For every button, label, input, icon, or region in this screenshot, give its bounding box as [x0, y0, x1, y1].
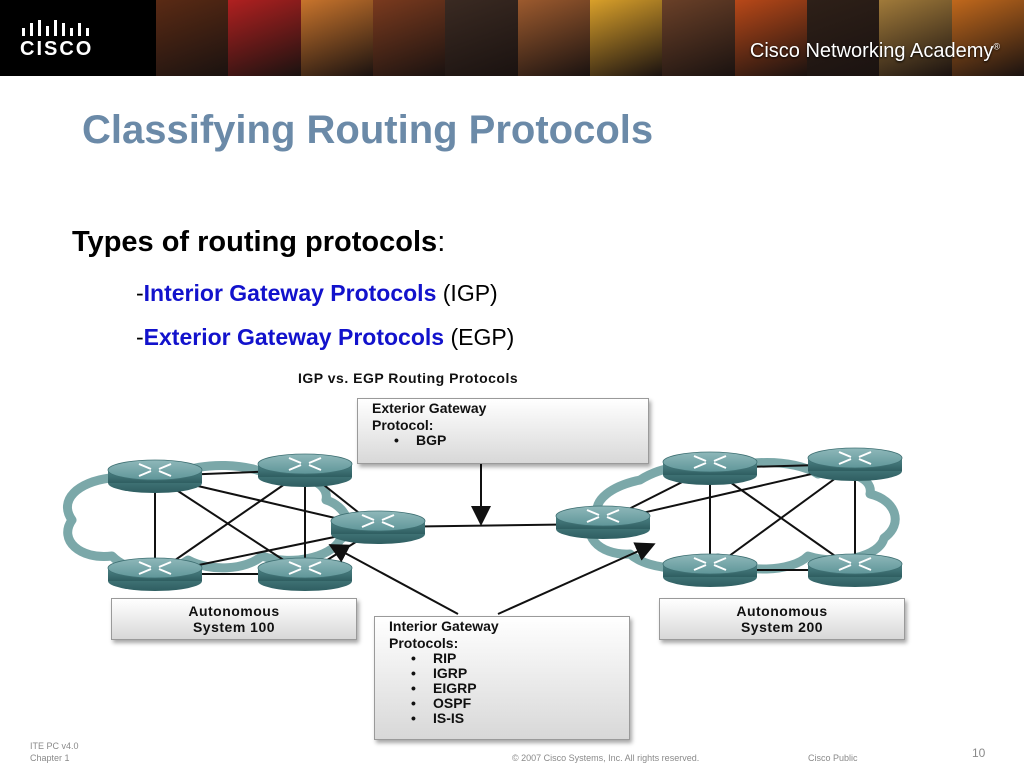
photo-tile: [806, 0, 880, 76]
academy-text: Cisco Networking Academy: [749, 40, 994, 62]
igp-protocol-list: RIP IGRP EIGRP OSPF IS-IS: [375, 651, 629, 726]
egp-heading-line2: Protocol:: [372, 417, 434, 433]
photo-tile: [228, 0, 301, 76]
router-as200-top-left: [662, 451, 758, 486]
egp-protocol-list: BGP: [358, 433, 648, 448]
router-as100-border: [330, 510, 426, 545]
page-number: 10: [972, 746, 986, 760]
as200-line1: Autonomous: [736, 603, 828, 619]
egp-callout: Exterior Gateway Protocol: BGP: [357, 398, 649, 464]
photo-collage: [156, 0, 1024, 76]
photo-tile: [300, 0, 373, 76]
sub-bullet-igp: -Interior Gateway Protocols (IGP): [136, 280, 498, 307]
as200-label-box: Autonomous System 200: [659, 598, 905, 640]
igp-arrow-left: [328, 544, 459, 615]
list-item: OSPF: [411, 696, 629, 711]
footer-chapter: Chapter 1: [30, 753, 70, 763]
list-item: IS-IS: [411, 711, 629, 726]
list-item: BGP: [394, 433, 648, 448]
as200-line2: System 200: [740, 619, 824, 635]
sub-bullet-suffix: (IGP): [436, 280, 498, 306]
photo-tile: [589, 0, 663, 76]
academy-brand: Cisco Networking Academy®: [750, 40, 1000, 63]
footer-classification: Cisco Public: [808, 753, 858, 763]
router-as200-bottom-right: [807, 553, 903, 588]
diagram-title: IGP vs. EGP Routing Protocols: [298, 370, 519, 386]
as100-line1: Autonomous: [188, 603, 280, 619]
footer-copyright: © 2007 Cisco Systems, Inc. All rights re…: [512, 753, 700, 763]
photo-tile: [879, 0, 952, 76]
footer-course: ITE PC v4.0: [30, 741, 79, 751]
igp-heading-line2: Protocols:: [389, 635, 459, 651]
router-as100-top-right: [257, 453, 353, 488]
photo-tile: [445, 0, 518, 76]
sub-bullet-suffix: (EGP): [444, 324, 515, 350]
footer-course-info: ITE PC v4.0 Chapter 1: [30, 740, 79, 764]
registered-mark: ®: [993, 41, 1000, 52]
igp-heading-line1: Interior Gateway: [389, 618, 499, 634]
header-banner: CISCO Cisco Networking Academy®: [0, 0, 1024, 76]
sub-bullet-egp: -Exterior Gateway Protocols (EGP): [136, 324, 514, 351]
main-bullet-text: Types of routing protocols: [72, 226, 438, 258]
sub-bullet-highlight: Exterior Gateway Protocols: [143, 324, 445, 350]
router-as100-bottom-right: [257, 557, 353, 592]
sub-bullet-highlight: Interior Gateway Protocols: [143, 280, 437, 306]
photo-tile: [372, 0, 446, 76]
list-item: EIGRP: [411, 681, 629, 696]
photo-tile: [662, 0, 735, 76]
igp-arrow-right: [497, 542, 656, 615]
main-bullet-colon: :: [437, 226, 446, 258]
router-as100-bottom-left: [107, 557, 203, 592]
list-item: RIP: [411, 651, 629, 666]
sub-bullet-dash: -: [136, 324, 144, 350]
router-as200-top-right: [807, 447, 903, 482]
router-as200-bottom-left: [662, 553, 758, 588]
cisco-bars-icon: [22, 20, 89, 36]
egp-heading-line1: Exterior Gateway: [372, 400, 487, 416]
photo-tile: [734, 0, 807, 76]
list-item: IGRP: [411, 666, 629, 681]
photo-tile: [156, 0, 229, 76]
photo-tile: [517, 0, 590, 76]
igp-callout: Interior Gateway Protocols: RIP IGRP EIG…: [374, 616, 630, 740]
main-bullet: Types of routing protocols:: [72, 226, 445, 259]
router-as100-top-left: [107, 459, 203, 494]
cisco-wordmark: CISCO: [20, 38, 94, 60]
cisco-logo: CISCO: [0, 0, 156, 76]
router-as200-border: [555, 505, 651, 540]
as100-line2: System 100: [192, 619, 276, 635]
slide-title: Classifying Routing Protocols: [82, 108, 654, 152]
as100-label-box: Autonomous System 100: [111, 598, 357, 640]
photo-tile: [951, 0, 1024, 76]
sub-bullet-dash: -: [136, 280, 144, 306]
